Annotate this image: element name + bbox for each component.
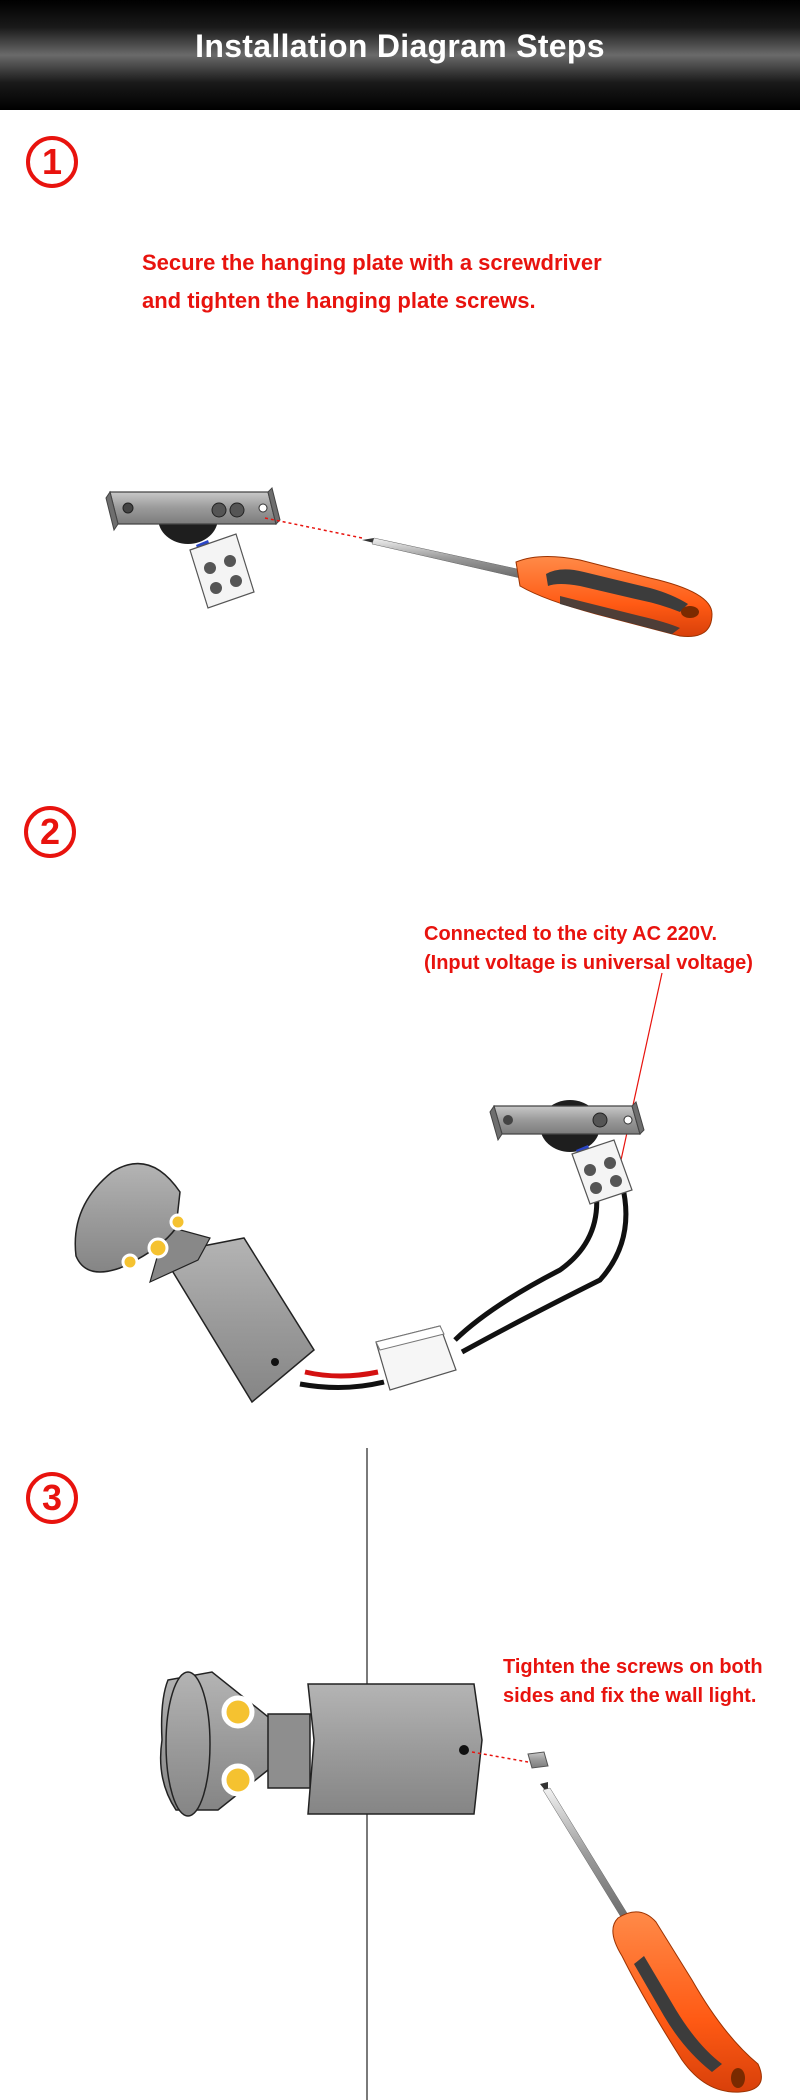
step-1-line-2: and tighten the hanging plate screws. <box>142 288 536 313</box>
step-3-instruction: Tighten the screws on both sides and fix… <box>503 1653 763 1711</box>
step-3-number-badge: 3 <box>26 1472 78 1524</box>
step-2-line-2: (Input voltage is universal voltage) <box>424 952 753 974</box>
step-2-line-1: Connected to the city AC 220V. <box>424 923 718 945</box>
hanging-plate <box>105 487 281 544</box>
step-2-instruction: Connected to the city AC 220V. (Input vo… <box>424 920 753 978</box>
terminal-block <box>189 533 255 609</box>
step-3-illustration <box>159 1448 762 2100</box>
step-1-guide-line <box>264 517 363 539</box>
step-2-number-badge: 2 <box>24 806 76 858</box>
page-header: Installation Diagram Steps <box>0 0 800 110</box>
hanging-plate <box>489 1100 645 1152</box>
wall-light <box>159 1671 483 1817</box>
screw <box>527 1751 549 1769</box>
connector-box <box>375 1325 457 1391</box>
step-1-line-1: Secure the hanging plate with a screwdri… <box>142 250 602 275</box>
step-2-illustration <box>74 972 663 1404</box>
step-1-instruction: Secure the hanging plate with a screwdri… <box>142 244 602 320</box>
screwdriver <box>362 537 713 638</box>
wire-cables <box>299 1183 629 1391</box>
step-1-number-badge: 1 <box>26 136 78 188</box>
page-title: Installation Diagram Steps <box>195 28 605 64</box>
step-3-line-1: Tighten the screws on both <box>503 1656 763 1678</box>
screwdriver <box>540 1782 762 2093</box>
step-1-illustration <box>105 487 713 638</box>
terminal-block <box>571 1139 633 1205</box>
wall-light <box>74 1162 315 1404</box>
step-3-line-2: sides and fix the wall light. <box>503 1685 757 1707</box>
